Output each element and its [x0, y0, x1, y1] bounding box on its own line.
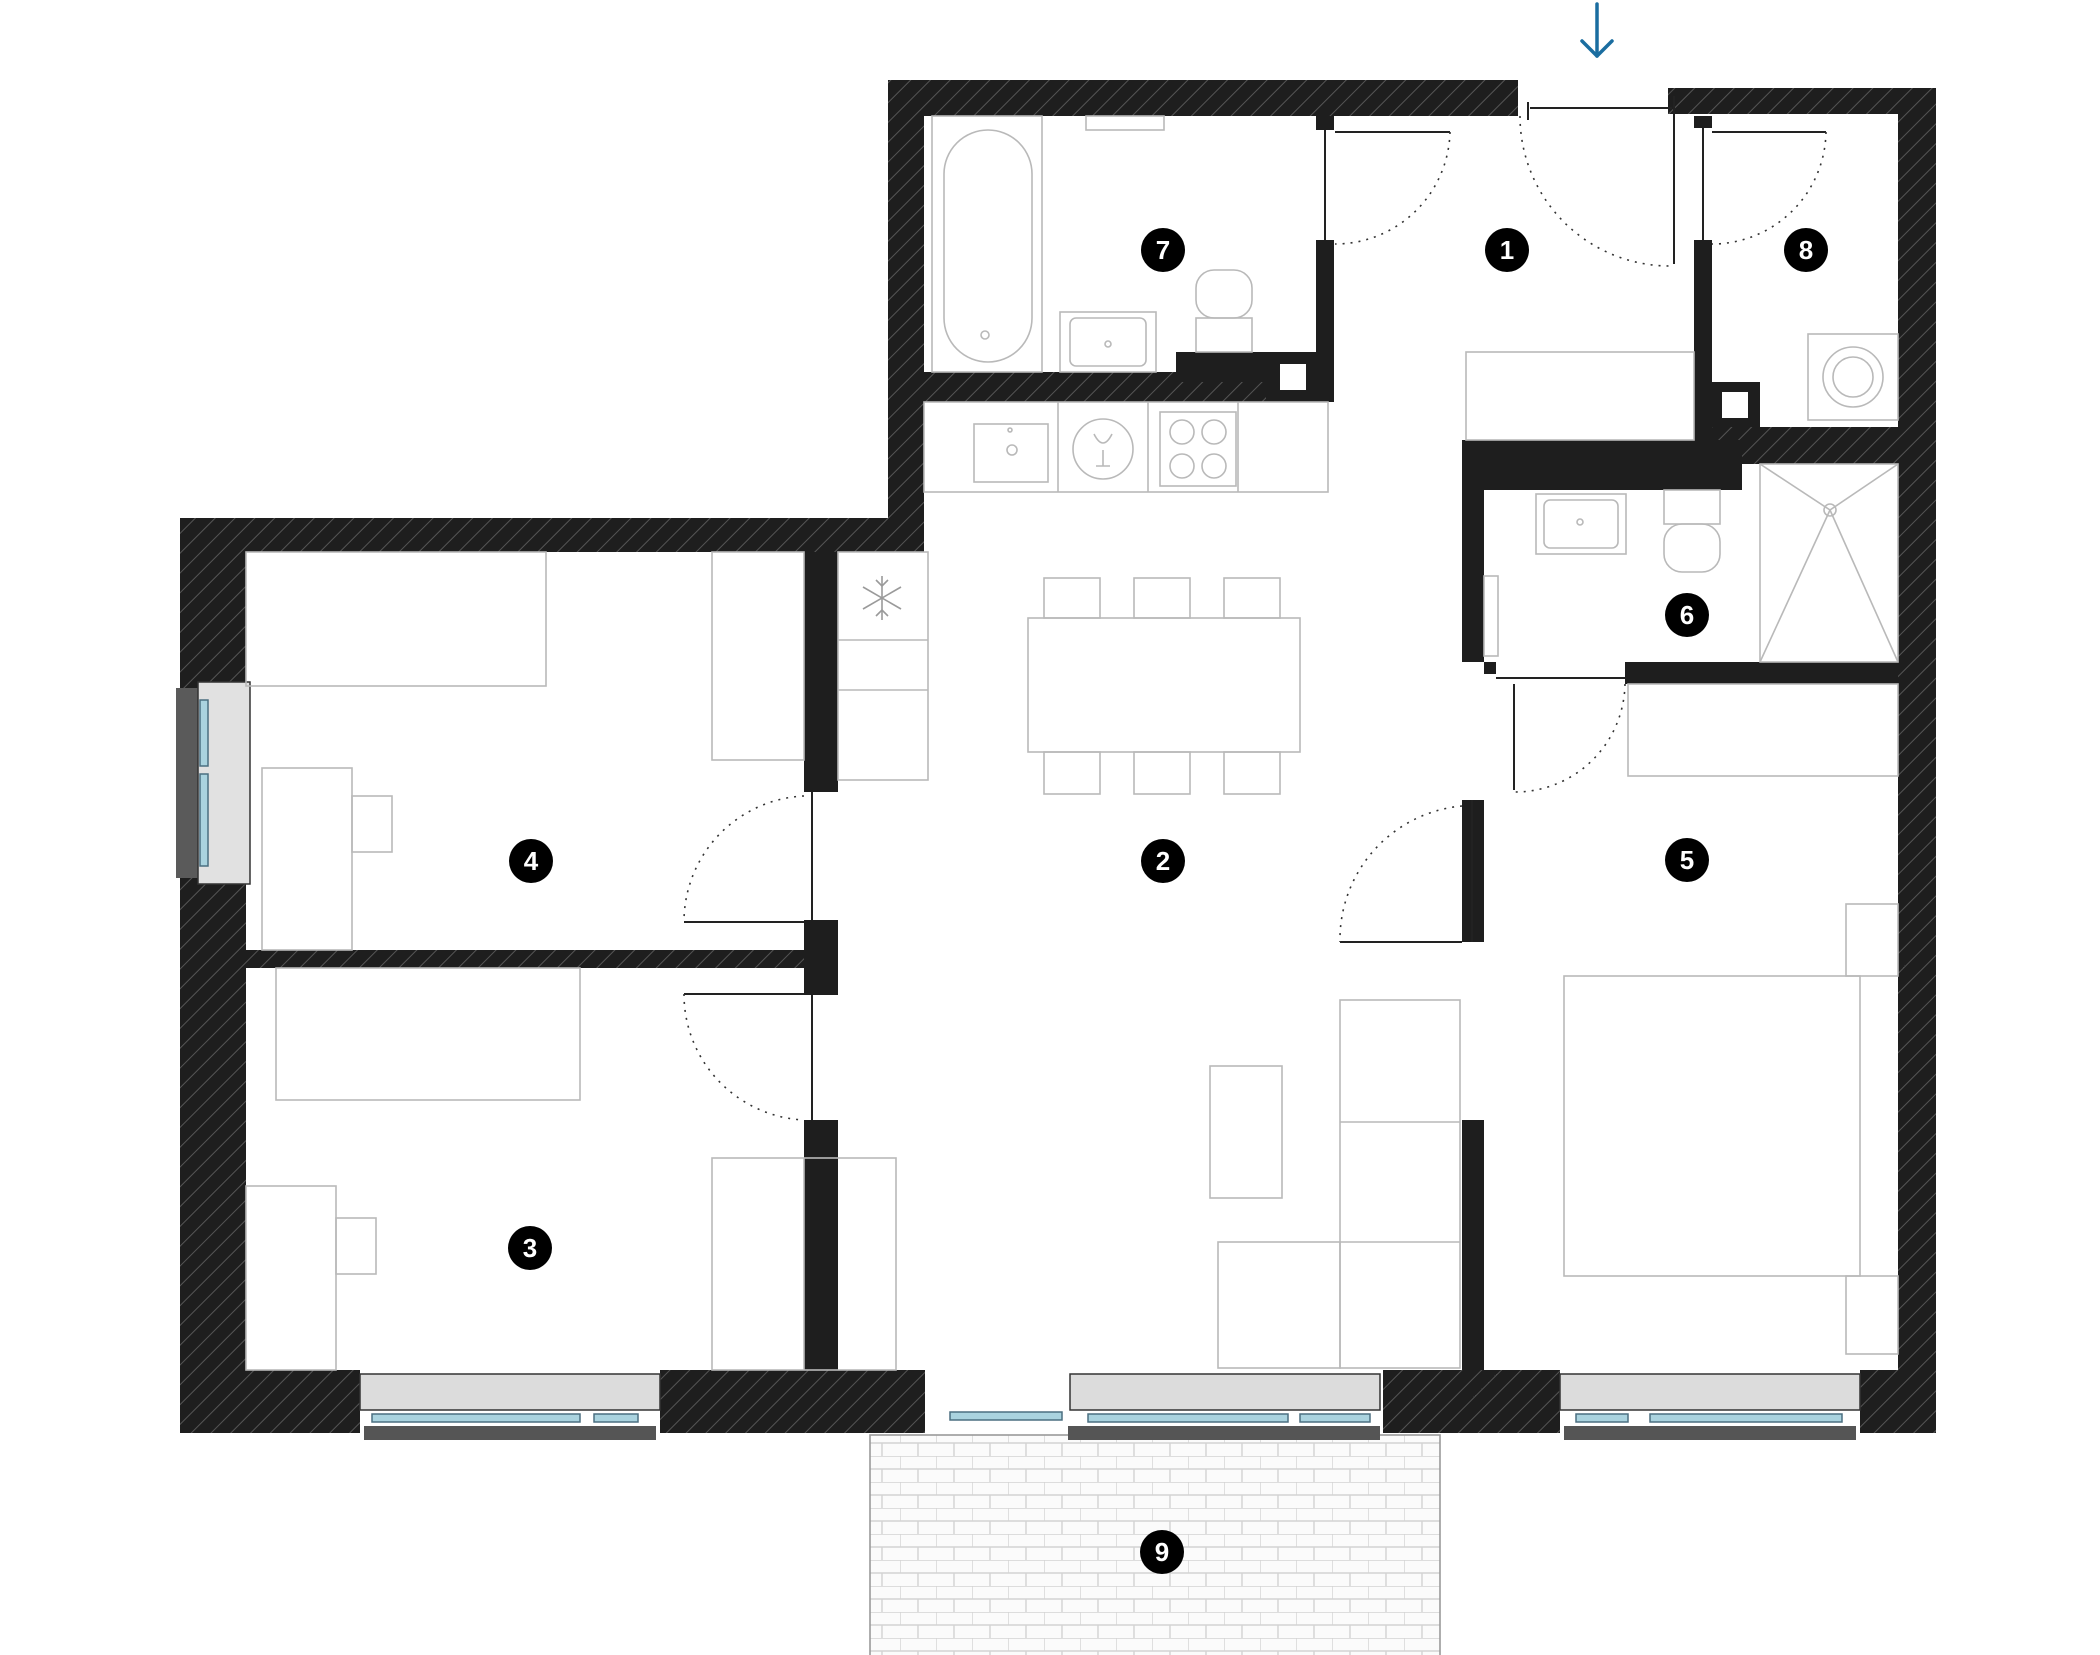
entrance-arrow-icon — [1580, 2, 1614, 58]
snowflake-icon — [862, 576, 902, 620]
room-label-3[interactable]: 3 — [508, 1226, 552, 1270]
svg-text:1: 1 — [1500, 235, 1514, 265]
doors — [683, 96, 1827, 1121]
svg-text:4: 4 — [524, 846, 539, 876]
svg-text:8: 8 — [1799, 235, 1813, 265]
room-label-7[interactable]: 7 — [1141, 228, 1185, 272]
svg-text:3: 3 — [523, 1233, 537, 1263]
outer-walls — [180, 80, 1936, 1433]
interior-walls — [246, 116, 1898, 1370]
room-label-6[interactable]: 6 — [1665, 593, 1709, 637]
svg-text:6: 6 — [1680, 600, 1694, 630]
room-labels: 1 2 3 4 5 6 7 8 9 — [508, 228, 1828, 1574]
room-label-4[interactable]: 4 — [509, 839, 553, 883]
svg-text:5: 5 — [1680, 845, 1694, 875]
room-label-9[interactable]: 9 — [1140, 1530, 1184, 1574]
furniture — [245, 115, 1899, 1371]
room-label-1[interactable]: 1 — [1485, 228, 1529, 272]
room-label-8[interactable]: 8 — [1784, 228, 1828, 272]
svg-text:9: 9 — [1155, 1537, 1169, 1567]
svg-text:7: 7 — [1156, 235, 1170, 265]
windows — [176, 681, 1861, 1440]
svg-text:2: 2 — [1156, 846, 1170, 876]
room-label-2[interactable]: 2 — [1141, 839, 1185, 883]
room-label-5[interactable]: 5 — [1665, 838, 1709, 882]
